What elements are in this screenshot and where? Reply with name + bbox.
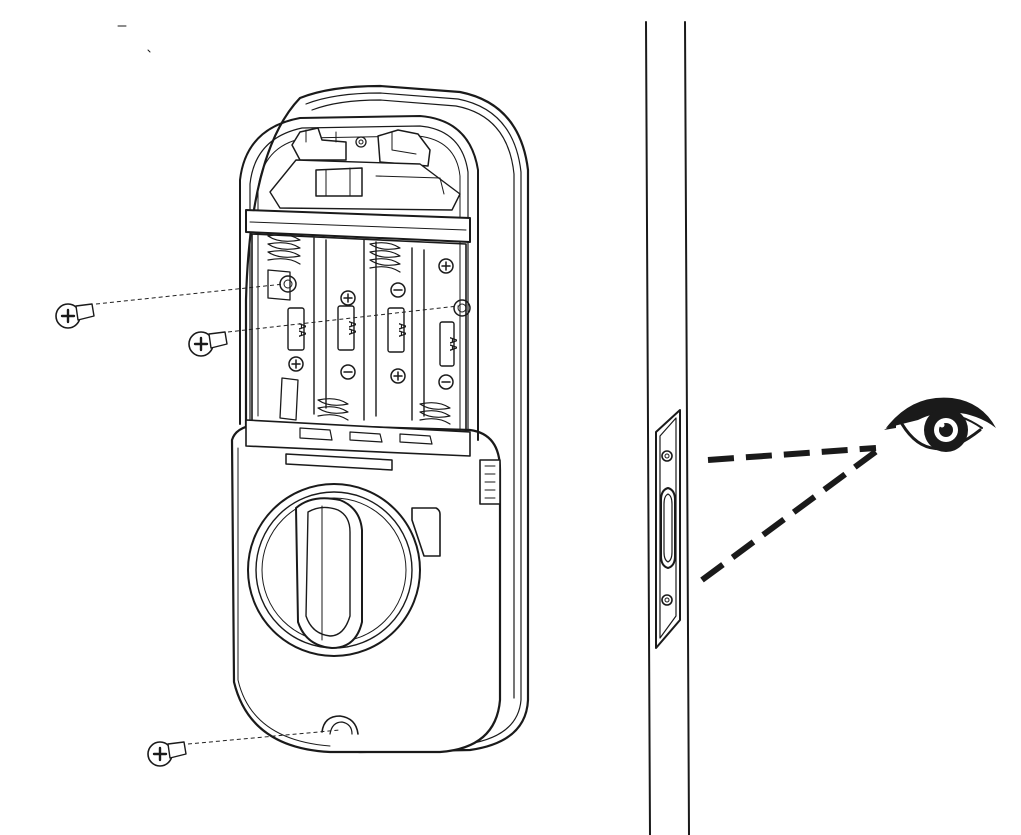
polarity-markers — [288, 258, 454, 390]
battery-4: AA — [439, 321, 458, 367]
screw-middle-left — [188, 331, 228, 357]
battery-3-label: AA — [396, 323, 407, 337]
screw-guide-line-top — [95, 283, 285, 305]
screw-bottom-left — [147, 741, 187, 767]
battery-2-label: AA — [346, 321, 357, 335]
battery-3: AA — [387, 307, 407, 353]
screw-top-left — [55, 303, 95, 329]
door-edge-icon — [645, 21, 690, 835]
sight-line-upper — [707, 445, 877, 463]
battery-2: AA — [337, 305, 357, 351]
battery-1: AA — [287, 307, 307, 351]
battery-4-label: AA — [447, 337, 458, 351]
screw-guide-line-bottom — [187, 729, 341, 745]
strike-plate-icon — [655, 409, 681, 649]
screw-guide-line-middle — [227, 305, 459, 333]
sight-line-lower — [700, 447, 880, 583]
battery-1-label: AA — [296, 323, 307, 337]
eye-icon — [884, 397, 996, 452]
lock-interior-assembly-icon: AA AA AA AA — [230, 84, 530, 754]
